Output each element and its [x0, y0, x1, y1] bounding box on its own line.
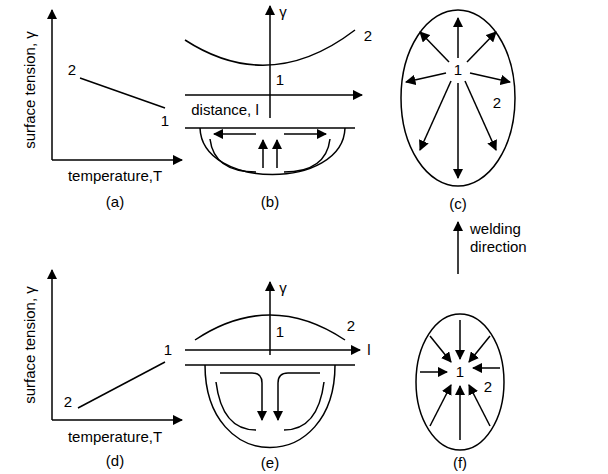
flow-arrow — [276, 140, 278, 168]
panel-label: (b) — [261, 193, 279, 211]
point-number: 2 — [364, 27, 372, 45]
panel-label: (d) — [106, 452, 124, 470]
flow-loop — [210, 139, 256, 172]
gamma-line — [78, 362, 165, 408]
point-number: 2 — [347, 317, 355, 335]
point-number: 1 — [161, 112, 169, 130]
axis-label: distance, l — [191, 101, 259, 119]
point-number: 2 — [493, 94, 501, 112]
flow-loop — [284, 382, 324, 430]
gamma-line — [80, 78, 165, 108]
axis — [51, 270, 53, 420]
axis-label: γ — [279, 3, 287, 21]
flow-arrow — [284, 133, 326, 135]
point-number: 1 — [276, 323, 284, 341]
direction-label: welding direction — [470, 220, 540, 256]
axis — [52, 419, 182, 421]
gamma-curve — [195, 315, 345, 340]
weld-pool — [205, 365, 335, 448]
pool-surface — [185, 127, 355, 129]
axis-label: γ — [279, 279, 287, 297]
axis — [269, 6, 271, 118]
pool-outline — [416, 314, 504, 450]
point-number: 1 — [454, 61, 462, 79]
axis-label: surface tension, γ — [21, 31, 39, 149]
axis-label: temperature,T — [68, 167, 162, 185]
flow-arrow — [214, 133, 256, 135]
weld-pool — [200, 128, 345, 175]
direction-arrow — [457, 222, 459, 274]
axis-label: surface tension, γ — [21, 286, 39, 404]
panel-label: (f) — [453, 454, 467, 472]
pool-surface — [185, 364, 355, 366]
panel-label: (a) — [106, 193, 124, 211]
axis — [52, 159, 182, 161]
point-number: 2 — [64, 393, 72, 411]
flow-loop — [284, 139, 330, 172]
axis — [269, 282, 271, 355]
axis-label: l — [367, 341, 370, 359]
axis-label: temperature,T — [68, 428, 162, 446]
point-number: 2 — [484, 378, 492, 396]
flow-loop — [216, 382, 256, 430]
axis — [185, 94, 362, 96]
panel-label: (c) — [449, 195, 467, 213]
point-number: 1 — [164, 341, 172, 359]
axis — [185, 349, 360, 351]
axis — [51, 10, 53, 160]
gamma-curve — [185, 30, 355, 65]
point-number: 2 — [68, 61, 76, 79]
pool-outline — [401, 10, 515, 186]
flow-arrow — [262, 140, 264, 168]
point-number: 1 — [276, 71, 284, 89]
point-number: 1 — [456, 363, 464, 381]
panel-label: (e) — [261, 454, 279, 472]
